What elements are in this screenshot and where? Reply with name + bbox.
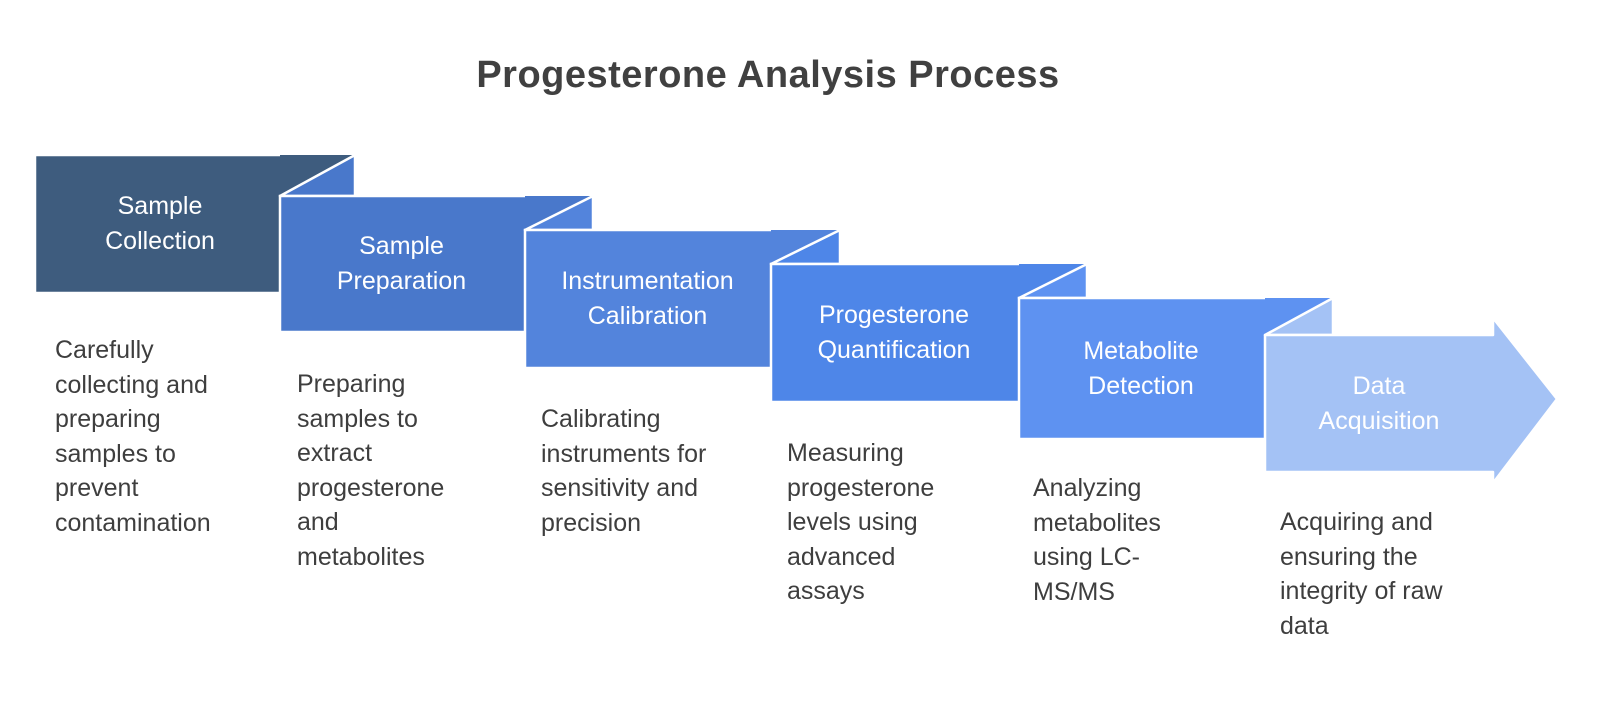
step-6-description: Acquiring and ensuring the integrity of … xyxy=(1280,508,1443,640)
step-6-arrow xyxy=(1263,316,1559,485)
step-5-label: Metabolite Detection xyxy=(1083,336,1199,400)
step-5-description: Analyzing metabolites using LC- MS/MS xyxy=(1033,474,1161,606)
step-1-label: Sample Collection xyxy=(105,192,215,255)
step-4-description: Measuring progesterone levels using adva… xyxy=(787,439,935,605)
step-4-label: Progesterone Quantification xyxy=(817,301,971,364)
step-6-label: Data Acquisition xyxy=(1318,371,1440,435)
step-3-label: Instrumentation Calibration xyxy=(561,267,734,330)
step-2-description: Preparing samples to extract progesteron… xyxy=(297,370,445,571)
step-3-description: Calibrating instruments for sensitivity … xyxy=(541,405,707,537)
diagram-title: Progesterone Analysis Process xyxy=(476,54,1060,96)
step-1-description: Carefully collecting and preparing sampl… xyxy=(55,336,211,537)
step-2-label: Sample Preparation xyxy=(336,232,467,295)
